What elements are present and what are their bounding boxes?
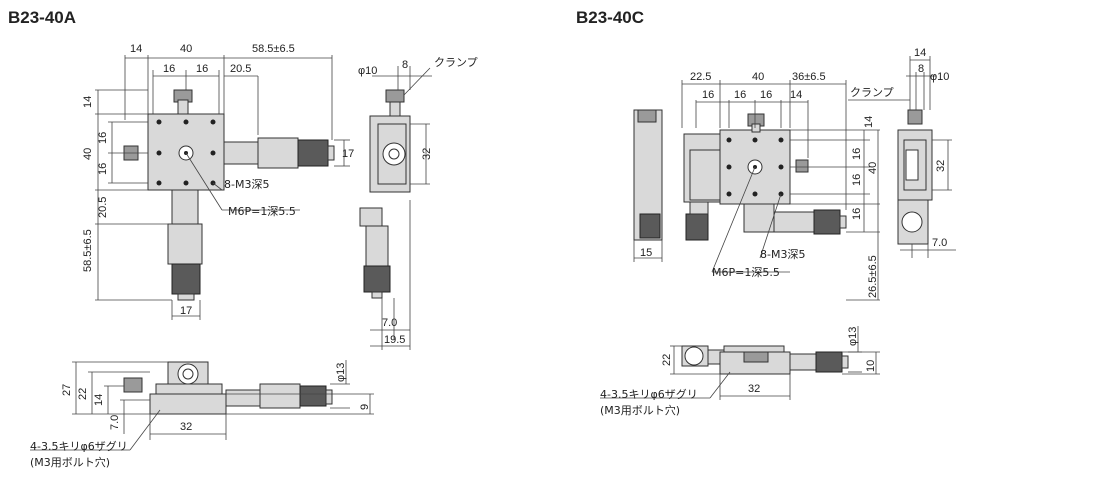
c-dim-14: 14: [790, 89, 802, 101]
c-dim-right-14: 14: [863, 116, 875, 128]
a-dim-bottom-17: 17: [180, 305, 192, 317]
a-front-dim-14: 14: [93, 394, 105, 406]
c-side-dim-14: 14: [914, 47, 926, 59]
a-dim-20-5: 20.5: [230, 63, 251, 75]
a-dim-40: 40: [180, 43, 192, 55]
a-dim-left-16b: 16: [97, 163, 109, 175]
a-dim-left-16a: 16: [97, 132, 109, 144]
c-front-dim-10: 10: [865, 360, 877, 372]
c-dim-40: 40: [752, 71, 764, 83]
c-note-m3: 8-M3深5: [760, 248, 805, 261]
a-right-micrometer-thimble: [297, 139, 329, 167]
a-dim-16a: 16: [163, 63, 175, 75]
a-front-dim-7-0: 7.0: [109, 415, 121, 430]
a-side-thimble: [363, 265, 391, 293]
c-side-view: [897, 56, 956, 258]
c-dim-right-26-5: 26.5±6.5: [867, 255, 879, 298]
c-dim-22-5: 22.5: [690, 71, 711, 83]
c-front-hole-note-sub: (M3用ボルト穴): [600, 403, 680, 417]
c-front-thimble: [815, 351, 843, 373]
a-top-view: [95, 55, 350, 320]
c-dim-36: 36±6.5: [792, 71, 826, 83]
c-side-dim-8: 8: [918, 63, 924, 75]
a-dim-left-40: 40: [82, 148, 94, 160]
a-dim-16b: 16: [196, 63, 208, 75]
a-dim-left-14: 14: [82, 96, 94, 108]
a-front-dim-22: 22: [77, 388, 89, 400]
a-dim-left-20-5: 20.5: [97, 197, 109, 218]
c-dim-right-16b: 16: [851, 174, 863, 186]
a-front-dim-27: 27: [61, 384, 73, 396]
a-front-hole-note-sub: (M3用ボルト穴): [30, 455, 110, 469]
c-dim-16a: 16: [702, 89, 714, 101]
c-side-dim-32: 32: [935, 160, 947, 172]
a-front-dim-9: 9: [359, 404, 371, 410]
a-front-hole-note: 4-3.5キリφ6ザグリ: [30, 439, 128, 453]
a-dim-58-5: 58.5±6.5: [252, 43, 295, 55]
c-dim-right-16a: 16: [851, 148, 863, 160]
a-side-view: [359, 66, 432, 350]
a-side-phi10: φ10: [358, 65, 377, 77]
a-side-dim-8: 8: [402, 59, 408, 71]
c-dim-16c: 16: [760, 89, 772, 101]
c-clamp-label: クランプ: [850, 86, 894, 99]
a-side-dim-19-5: 19.5: [384, 334, 405, 346]
c-side-phi10: φ10: [930, 71, 949, 83]
c-side-dim-7-0: 7.0: [932, 237, 947, 249]
c-side-clamp-knob: [907, 109, 923, 125]
a-front-thimble: [299, 385, 327, 407]
title-b23-40a: B23-40A: [8, 8, 77, 27]
c-mid-thimble: [685, 213, 709, 241]
a-front-clamp: [123, 377, 143, 393]
c-front-phi13: φ13: [847, 327, 859, 346]
a-dim-14: 14: [130, 43, 142, 55]
c-dim-16b: 16: [734, 89, 746, 101]
c-front-view: [600, 326, 880, 400]
a-front-phi13: φ13: [335, 363, 347, 382]
a-bottom-micrometer-thimble: [171, 263, 201, 295]
a-side-clamp-knob: [385, 89, 405, 103]
a-side-dim-32: 32: [421, 148, 433, 160]
c-note-m6: M6P=1深5.5: [712, 266, 780, 279]
c-front-dim-22: 22: [661, 354, 673, 366]
c-front-dim-32: 32: [748, 383, 760, 395]
c-dim-right-16c: 16: [851, 208, 863, 220]
a-dim-right-17: 17: [342, 148, 354, 160]
a-side-dim-7-0: 7.0: [382, 317, 397, 329]
a-side-clamp-label: クランプ: [434, 56, 478, 69]
c-top-view: [633, 80, 910, 301]
c-left-thimble: [639, 213, 661, 239]
title-b23-40c: B23-40C: [576, 8, 645, 27]
a-front-view: [30, 360, 374, 451]
a-note-m3: 8-M3深5: [224, 178, 269, 191]
a-front-dim-32: 32: [180, 421, 192, 433]
a-note-m6: M6P=1深5.5: [228, 205, 296, 218]
c-right-thimble: [813, 209, 841, 235]
c-front-hole-note: 4-3.5キリφ6ザグリ: [600, 387, 698, 401]
a-dim-left-58-5: 58.5±6.5: [82, 229, 94, 272]
c-dim-bottom-15: 15: [640, 247, 652, 259]
c-dim-right-40: 40: [867, 162, 879, 174]
